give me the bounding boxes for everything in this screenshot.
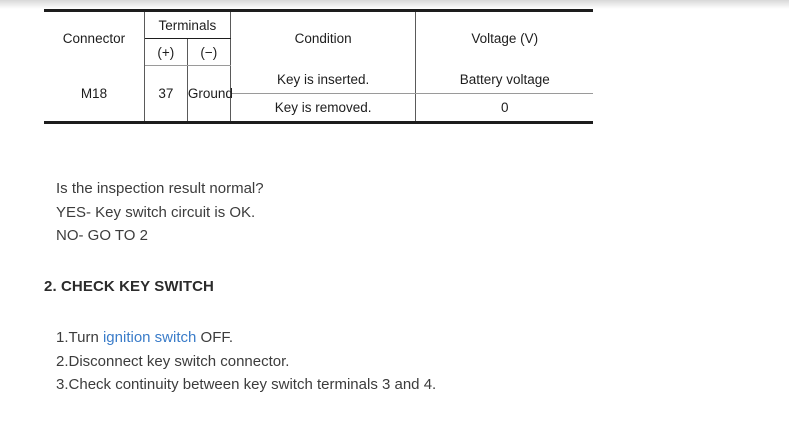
list-item: 3.Check continuity between key switch te… — [56, 373, 436, 397]
cell-connector-value: M18 — [44, 65, 145, 124]
answer-no-line: NO- GO TO 2 — [56, 227, 148, 244]
cell-condition-value: Key is inserted. — [230, 65, 417, 94]
header-cell-voltage: Voltage (V) — [415, 9, 593, 66]
cell-voltage-value: Battery voltage — [415, 65, 593, 94]
page-top-edge-strip — [0, 0, 789, 9]
cell-terminal-minus-value: Ground — [187, 65, 233, 124]
header-cell-terminal-plus: (+) — [144, 38, 188, 66]
cell-condition-value: Key is removed. — [230, 93, 417, 124]
list-item: 2.Disconnect key switch connector. — [56, 350, 436, 374]
page-title: 2. CHECK KEY SWITCH — [44, 278, 214, 295]
procedure-steps-list: 1.Turn ignition switch OFF. 2.Disconnect… — [56, 326, 436, 397]
table-row: M18 37 Ground Key is inserted. Battery v… — [44, 65, 593, 124]
inspection-spec-table-container: Connector Terminals Condition Voltage (V… — [44, 9, 593, 124]
table-header-row-top: Connector Terminals Condition Voltage (V… — [44, 9, 593, 66]
step-text-before: Turn — [68, 329, 103, 346]
step-number: 2. — [56, 352, 69, 370]
table-row: Key is removed. 0 — [44, 93, 593, 124]
header-cell-condition: Condition — [230, 9, 417, 66]
table-header-row-sub: (+) (−) — [44, 38, 593, 66]
ignition-switch-link[interactable]: ignition switch — [102, 329, 197, 346]
cell-voltage-value: 0 — [415, 93, 593, 124]
step-text: Disconnect key switch connector. — [68, 352, 290, 370]
header-cell-connector: Connector — [44, 9, 145, 66]
step-number: 3. — [56, 376, 69, 393]
header-cell-terminals-group: Terminals — [144, 9, 231, 39]
question-line: Is the inspection result normal? — [56, 180, 264, 197]
inspection-spec-table: Connector Terminals Condition Voltage (V… — [44, 9, 593, 124]
list-item: 1.Turn ignition switch OFF. — [56, 326, 436, 350]
inspection-question-block: Is the inspection result normal? YES- Ke… — [56, 177, 264, 248]
answer-yes-line: YES- Key switch circuit is OK. — [56, 203, 256, 221]
step-text: Check continuity between key switch term… — [68, 376, 437, 393]
step-text-after: OFF. — [196, 329, 234, 346]
header-cell-terminal-minus: (−) — [187, 38, 231, 66]
cell-terminal-plus-value: 37 — [144, 65, 188, 124]
step-number: 1. — [56, 329, 69, 346]
